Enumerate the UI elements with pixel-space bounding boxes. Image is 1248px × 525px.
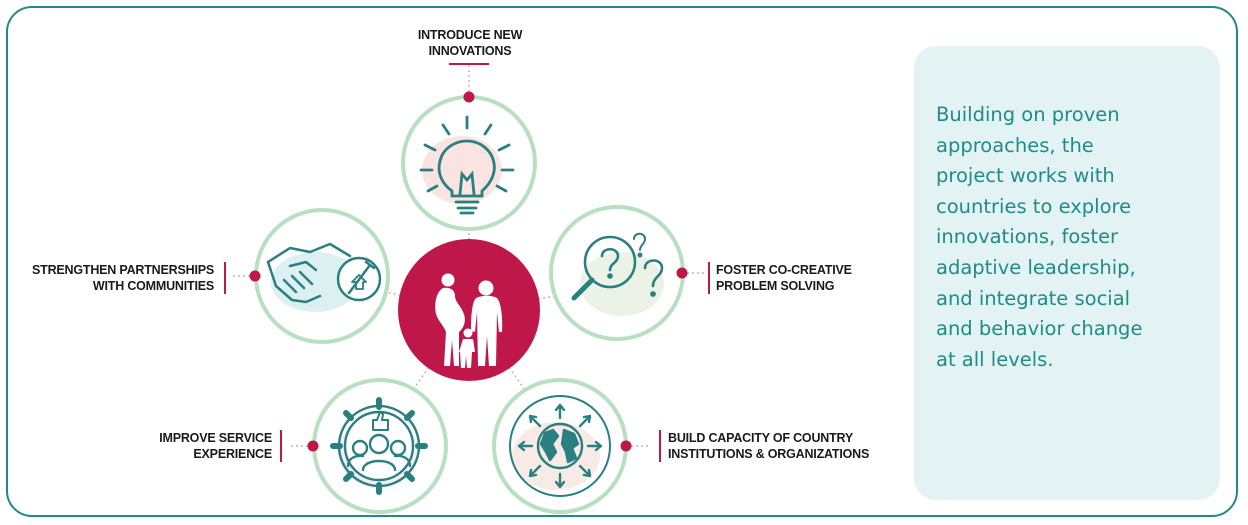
magnifier-question-icon (571, 232, 664, 301)
diagram (232, 63, 706, 514)
node-bottom-left (307, 378, 448, 514)
node-left (249, 208, 390, 344)
label-bottom-left-bar (280, 430, 282, 462)
node-top-dot (463, 91, 475, 103)
gear-people-icon (330, 397, 428, 495)
node-bottom-left-dot (307, 440, 319, 452)
node-right (549, 205, 688, 341)
outer-frame (6, 6, 1238, 517)
center-circle (398, 239, 540, 381)
family-silhouette-icon (435, 273, 503, 368)
globe-arrows-icon (509, 395, 611, 497)
node-right-dot (676, 267, 688, 279)
node-bottom-right (492, 378, 632, 514)
node-bottom-right-dot (620, 440, 632, 452)
handshake-icon (266, 242, 382, 304)
label-strengthen-partnerships: STRENGTHEN PARTNERSHIPS WITH COMMUNITIES (32, 263, 214, 293)
node-left-dot (249, 270, 261, 282)
label-introduce-new-innovations: INTRODUCE NEW INNOVATIONS (417, 28, 523, 58)
label-bottom-right-bar (659, 430, 661, 462)
label-improve-service: IMPROVE SERVICE EXPERIENCE (159, 431, 272, 461)
label-foster-co-creative: FOSTER CO-CREATIVE PROBLEM SOLVING (716, 263, 852, 293)
label-build-capacity: BUILD CAPACITY OF COUNTRY INSTITUTIONS &… (668, 431, 870, 461)
info-panel: Building on proven approaches, the proje… (914, 46, 1220, 500)
label-right-bar (708, 262, 710, 294)
info-text: Building on proven approaches, the proje… (936, 103, 1143, 371)
label-left-bar (224, 262, 226, 294)
node-top (401, 91, 537, 231)
node-left-blob (271, 252, 359, 312)
label-top-bar (449, 63, 489, 65)
node-top-blob (422, 136, 502, 204)
lightbulb-icon (419, 115, 515, 215)
center-node (398, 239, 540, 381)
